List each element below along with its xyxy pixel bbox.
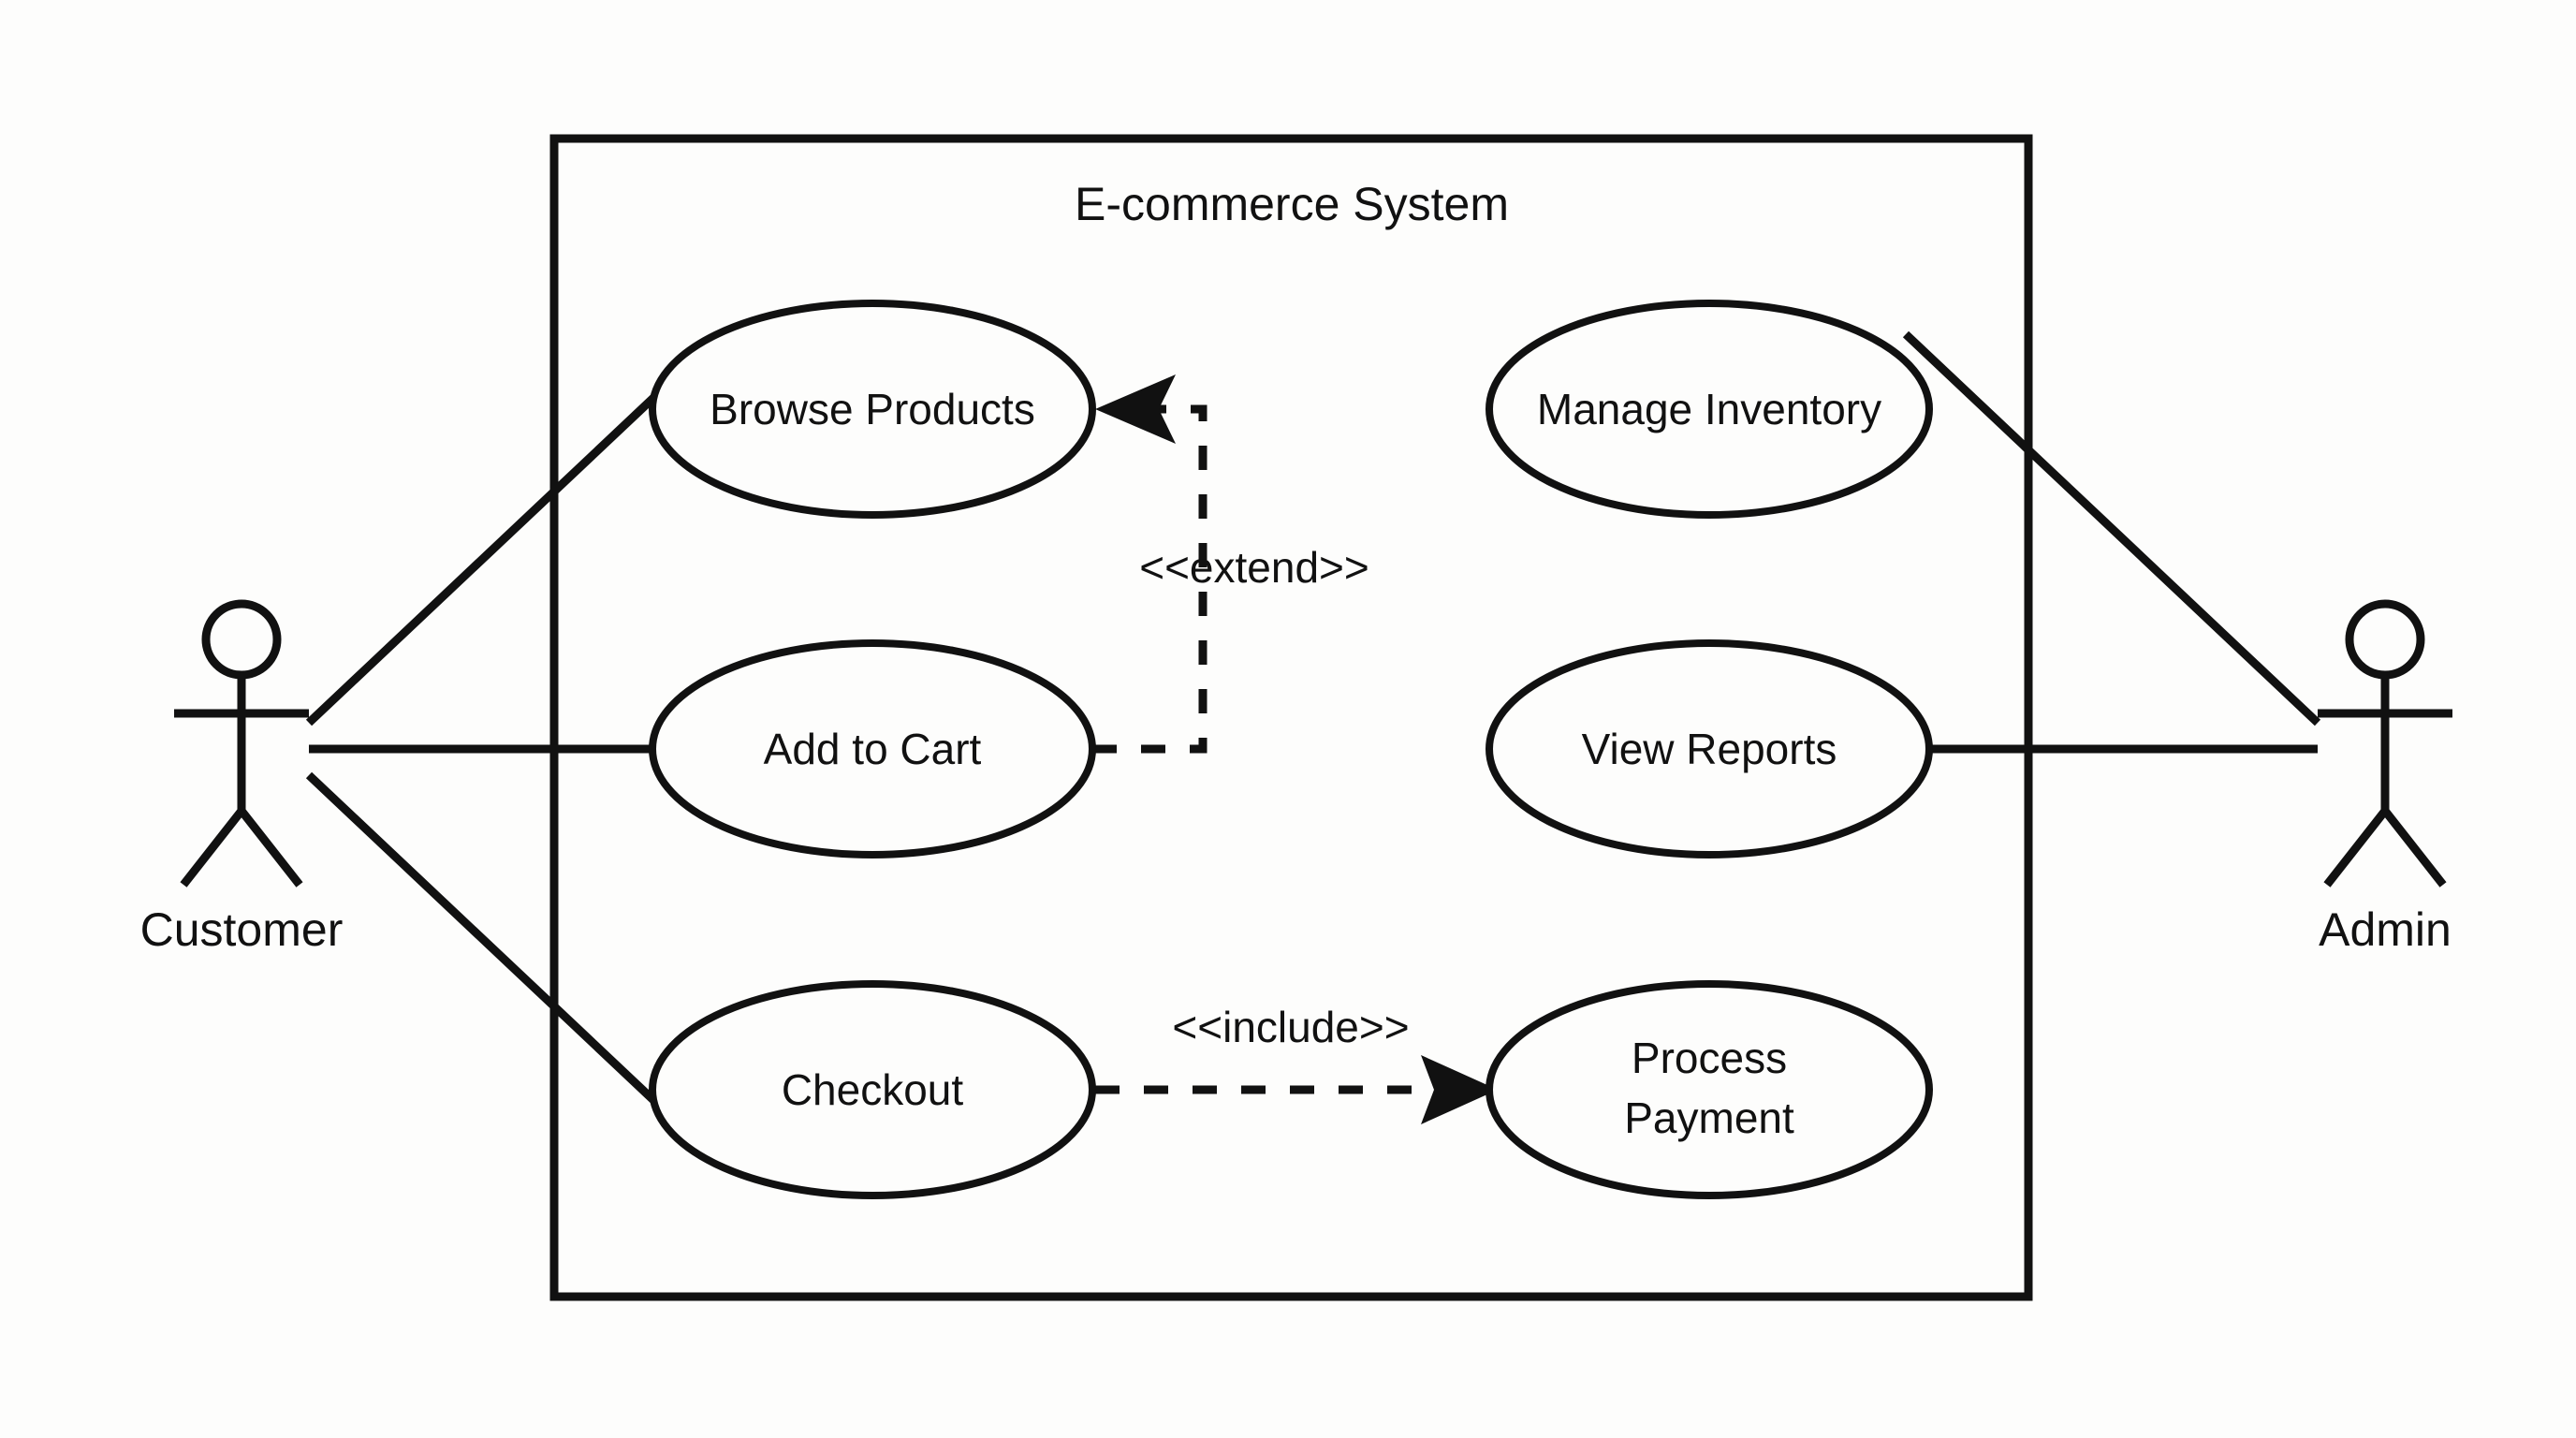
extend-stereotype-label: <<extend>> <box>1139 543 1369 592</box>
use-case-ellipse[interactable] <box>1486 300 1933 519</box>
actor-right-leg-icon <box>238 808 303 888</box>
system-boundary-title: E-commerce System <box>1075 178 1509 230</box>
use-case-process-payment[interactable]: Process Payment <box>1486 980 1933 1199</box>
use-case-manage-inventory[interactable]: Manage Inventory <box>1486 300 1933 519</box>
actor-label: Admin <box>2319 903 2452 956</box>
use-case-view-reports[interactable]: View Reports <box>1486 639 1933 858</box>
actor-head-icon <box>2345 599 2425 680</box>
use-case-add-to-cart[interactable]: Add to Cart <box>649 639 1096 858</box>
use-case-ellipse[interactable] <box>649 980 1096 1199</box>
use-case-label: Browse Products <box>710 385 1035 433</box>
use-case-label: View Reports <box>1582 725 1837 773</box>
include-stereotype-label: <<include>> <box>1172 1003 1409 1051</box>
use-case-ellipse[interactable] <box>1486 639 1933 858</box>
use-case-label-line-1: Process <box>1632 1034 1787 1082</box>
extend-relationship-group: <<extend>> <box>1092 374 1369 754</box>
include-arrowhead-icon <box>1421 1055 1498 1124</box>
use-case-ellipse[interactable] <box>649 300 1096 519</box>
use-case-label-line-2: Payment <box>1624 1093 1794 1142</box>
actor-left-leg-icon <box>180 808 245 888</box>
actor-head-icon <box>201 599 282 680</box>
association-admin-manage-inventory[interactable] <box>1902 330 2321 726</box>
actor-admin[interactable]: Admin <box>2318 599 2452 956</box>
use-case-label: Add to Cart <box>764 725 982 773</box>
actor-left-leg-icon <box>2323 808 2389 888</box>
use-case-ellipse[interactable] <box>649 639 1096 858</box>
actor-right-leg-icon <box>2381 808 2447 888</box>
system-boundary-box <box>549 134 2033 1301</box>
use-case-browse-products[interactable]: Browse Products <box>649 300 1096 519</box>
extend-dashed-connector[interactable] <box>1092 404 1208 754</box>
actor-label: Customer <box>140 903 344 956</box>
use-case-label: Manage Inventory <box>1537 385 1881 433</box>
actor-customer[interactable]: Customer <box>140 599 344 956</box>
extend-arrowhead-icon <box>1095 374 1176 444</box>
use-case-label: Checkout <box>782 1065 964 1114</box>
include-relationship-group: <<include>> <box>1095 1003 1498 1124</box>
use-case-ellipse[interactable] <box>1486 980 1933 1199</box>
use-case-checkout[interactable]: Checkout <box>649 980 1096 1199</box>
